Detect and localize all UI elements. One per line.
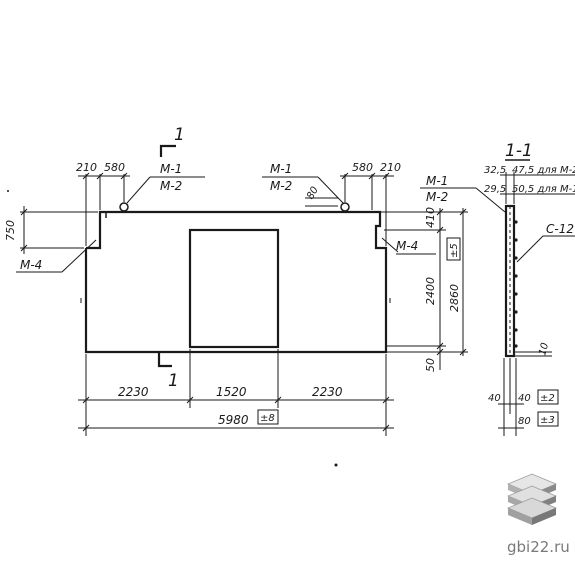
mark-m1-left: М-1 (160, 162, 182, 176)
dim-2400: 2400 (424, 277, 437, 305)
tol-3: ±3 (540, 415, 555, 426)
mark-m4-left: М-4 (20, 258, 42, 272)
watermark-text: gbi22.ru (507, 538, 570, 556)
section-top-dims (500, 172, 575, 204)
stacked-slabs-icon (506, 473, 558, 525)
lifting-loop-right (340, 202, 350, 212)
mark-m1-section: М-1 (426, 174, 448, 188)
dimension-top-left (78, 172, 130, 246)
leader-m1-section (420, 187, 506, 213)
tolerance-box-3 (537, 411, 559, 427)
lifting-loop-left (119, 202, 129, 212)
panel-outline (84, 210, 388, 354)
leader-m1-left (126, 176, 205, 204)
dim-5980: 5980 (218, 413, 249, 427)
reinforcement-dots (514, 220, 518, 348)
dimension-bottom (78, 349, 394, 436)
leader-m4-right (381, 237, 436, 255)
sec-dim-29-5: 29,5 (484, 184, 506, 195)
sec-dim-80: 80 (518, 416, 531, 427)
dim-2230-left: 2230 (118, 385, 149, 399)
dimension-80 (305, 197, 338, 207)
dimension-top-right (340, 172, 394, 246)
mark-c12: С-12 (546, 222, 574, 236)
speck (334, 463, 338, 467)
mark-m2-section: М-2 (426, 190, 448, 204)
dim-580-right: 580 (352, 161, 373, 174)
section-mark-top-label: 1 (174, 125, 185, 145)
leader-m4-left (16, 239, 97, 273)
speck (7, 190, 9, 192)
dim-580-left: 580 (104, 161, 125, 174)
sec-dim-10: 10 (537, 342, 551, 357)
mark-m1-right: М-1 (270, 162, 292, 176)
dim-2230-right: 2230 (312, 385, 343, 399)
section-bottom-dims (498, 358, 524, 436)
dimension-750 (20, 206, 98, 254)
dim-210-left: 210 (76, 161, 97, 174)
tolerance-box-length (257, 409, 279, 425)
section-title: 1-1 (505, 141, 533, 161)
sec-dim-40b: 40 (518, 393, 531, 404)
section-mark-bottom (157, 352, 172, 368)
leader-m1-right (262, 176, 344, 204)
door-opening (188, 228, 280, 349)
tolerance-box-2 (537, 389, 559, 405)
dimension-right-vertical (282, 208, 468, 370)
section-mark-top (159, 144, 176, 157)
sec-dim-50-5: 50,5 для М-1 (512, 184, 575, 195)
dim-80: 80 (305, 185, 321, 202)
section-profile (504, 204, 516, 358)
section-mark-bottom-label: 1 (168, 371, 179, 391)
tol-2: ±2 (540, 393, 555, 404)
leader-c12 (516, 235, 575, 263)
mark-m4-right: М-4 (396, 239, 418, 253)
tol-length: ±8 (260, 413, 275, 424)
dim-750: 750 (4, 220, 17, 241)
sec-dim-32-5: 32,5 (484, 165, 506, 176)
dim-410: 410 (424, 207, 437, 228)
dim-1520: 1520 (216, 385, 247, 399)
tol-height: ±5 (449, 243, 460, 258)
sec-dim-40a: 40 (488, 393, 501, 404)
dim-50: 50 (424, 358, 437, 372)
dim-2860: 2860 (448, 284, 461, 312)
mark-m2-left: М-2 (160, 179, 182, 193)
dim-210-right: 210 (380, 161, 401, 174)
sec-dim-47-5: 47,5 для М-2 (512, 165, 575, 176)
section-bottom-lines (514, 351, 552, 357)
tolerance-box-height (446, 237, 461, 261)
mark-m2-right: М-2 (270, 179, 292, 193)
